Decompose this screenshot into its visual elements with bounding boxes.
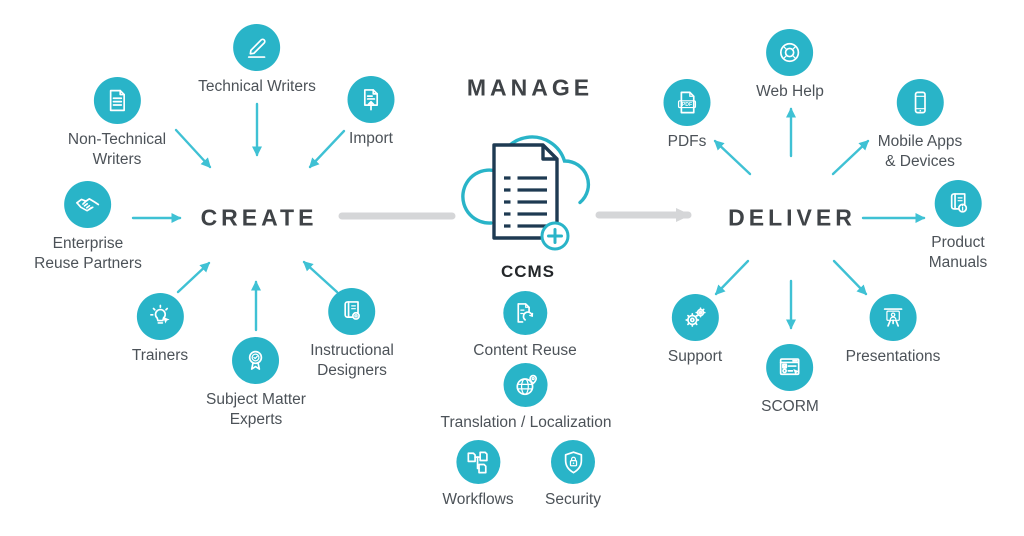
shield-lock-icon	[551, 440, 595, 484]
node-label: Presentations	[845, 348, 941, 365]
gears-icon	[671, 294, 719, 341]
handshake-icon	[64, 181, 112, 228]
node-label: Security	[545, 491, 601, 508]
node-non-technical-writers: Non-Technical Writers	[68, 77, 166, 170]
node-web-help: Web Help	[756, 29, 824, 102]
node-mobile-apps-devices: Mobile Apps & Devices	[878, 79, 962, 172]
arrow-deliver-to-pdfs	[713, 139, 752, 176]
node-enterprise-reuse-partners: Enterprise Reuse Partners	[34, 181, 142, 274]
svg-text:PDF: PDF	[682, 102, 692, 108]
globe-pin-icon	[503, 363, 548, 407]
node-label: Subject Matter Experts	[206, 391, 306, 428]
pdf-file-icon: PDF	[663, 79, 711, 126]
node-product-manuals: Product Manuals	[928, 180, 988, 273]
node-label: Translation / Localization	[440, 414, 612, 431]
arrow-deliver-to-support	[714, 259, 750, 296]
node-trainers: Trainers	[132, 293, 188, 366]
lightbulb-pointer-icon	[136, 293, 184, 340]
node-label: Web Help	[756, 83, 824, 100]
deliver-heading: DELIVER	[728, 204, 856, 231]
node-label: Content Reuse	[473, 342, 577, 359]
node-label: SCORM	[761, 398, 819, 415]
node-label: Support	[667, 348, 723, 365]
node-subject-matter-experts: Subject Matter Experts	[206, 337, 306, 430]
arrow-non-technical-writers-to-create	[174, 128, 212, 169]
life-ring-icon	[766, 29, 814, 76]
node-support: Support	[668, 294, 722, 367]
node-label: Enterprise Reuse Partners	[34, 235, 142, 272]
node-security: Security	[545, 440, 601, 510]
import-document-icon	[347, 76, 395, 123]
node-label: Import	[349, 130, 393, 147]
node-label: Trainers	[131, 347, 189, 364]
node-label: Technical Writers	[198, 78, 316, 95]
node-workflows: Workflows	[442, 440, 514, 510]
arrow-deliver-to-mobile-apps	[831, 139, 870, 176]
node-scorm: SCORM	[761, 344, 819, 417]
document-reuse-icon	[503, 291, 547, 335]
node-label: Workflows	[442, 491, 514, 508]
node-content-reuse: Content Reuse	[473, 291, 577, 361]
pencil-icon	[233, 24, 281, 71]
document-icon	[93, 77, 141, 124]
workflow-documents-icon	[455, 440, 500, 484]
book-info-icon	[934, 180, 982, 227]
award-badge-icon	[232, 337, 280, 384]
node-label: Instructional Designers	[310, 342, 394, 379]
arrow-import-to-create	[308, 129, 346, 169]
arrow-deliver-to-presentations	[832, 259, 868, 296]
node-label: Product Manuals	[928, 234, 988, 271]
node-technical-writers: Technical Writers	[198, 24, 316, 97]
smartphone-icon	[896, 79, 944, 126]
presentation-screen-icon	[869, 294, 917, 341]
node-label: Non-Technical Writers	[67, 131, 167, 168]
certified-book-icon	[328, 288, 376, 335]
cloud-document-icon	[461, 135, 591, 251]
node-translation-localization: Translation / Localization	[440, 363, 612, 433]
scorm-window-icon	[766, 344, 814, 391]
manage-heading: MANAGE	[466, 74, 594, 101]
node-presentations: Presentations	[845, 294, 941, 367]
node-label: PDFs	[667, 133, 707, 150]
node-label: Mobile Apps & Devices	[877, 133, 963, 170]
node-instructional-designers: Instructional Designers	[310, 288, 394, 381]
ccms-hub-label: CCMS	[500, 262, 556, 281]
arrow-trainers-to-create	[176, 261, 211, 294]
node-pdfs: PDF PDFs	[663, 79, 711, 152]
create-heading: CREATE	[200, 204, 318, 231]
node-import: Import	[347, 76, 395, 149]
